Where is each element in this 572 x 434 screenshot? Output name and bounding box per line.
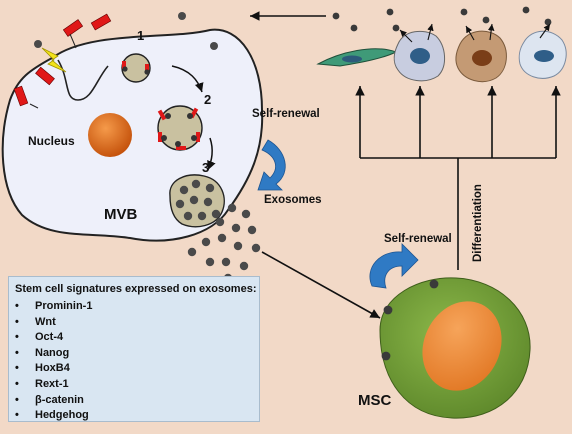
signature-box-title: Stem cell signatures expressed on exosom… bbox=[15, 283, 257, 295]
stem-cell-signature-box: Stem cell signatures expressed on exosom… bbox=[8, 276, 260, 422]
self-renewal-top-label: Self-renewal bbox=[252, 108, 320, 120]
signature-list: •Prominin-1 •Wnt •Oct-4 •Nanog •HoxB4 •R… bbox=[15, 299, 92, 424]
list-item: •Nanog bbox=[15, 346, 70, 359]
lightning-icon bbox=[41, 47, 67, 73]
membrane-receptors bbox=[13, 13, 112, 107]
step-3-label: 3 bbox=[202, 160, 210, 175]
step-1-label: 1 bbox=[137, 28, 145, 43]
list-item: •Prominin-1 bbox=[15, 300, 93, 312]
differentiated-cells bbox=[316, 30, 567, 83]
differentiation-tree bbox=[355, 86, 561, 270]
list-item: •Rext-1 bbox=[15, 377, 69, 390]
step-2-label: 2 bbox=[204, 92, 212, 107]
curved-arrow-icon bbox=[369, 243, 419, 289]
list-item: •Hedgehog bbox=[15, 409, 89, 422]
msc-bound-exosomes bbox=[381, 279, 439, 361]
list-item: •Oct-4 bbox=[15, 331, 64, 344]
list-item: •Wnt bbox=[15, 315, 56, 328]
released-exosomes bbox=[332, 6, 552, 43]
endocytic-pit bbox=[57, 59, 109, 101]
list-item: •β-catenin bbox=[15, 393, 84, 406]
exosomes-label: Exosomes bbox=[264, 194, 322, 206]
differentiation-label: Differentiation bbox=[472, 184, 484, 262]
nucleus-shape bbox=[88, 113, 132, 157]
exosome-to-msc-arrow bbox=[261, 251, 381, 319]
curved-arrow-icon bbox=[257, 139, 286, 191]
list-item: •HoxB4 bbox=[15, 362, 70, 375]
nucleus-label: Nucleus bbox=[28, 134, 75, 148]
trafficking-arrow-2 bbox=[207, 137, 216, 171]
mvb-label: MVB bbox=[104, 206, 138, 223]
msc-nucleus bbox=[422, 301, 502, 391]
trafficking-arrow-1 bbox=[171, 65, 204, 93]
msc-label: MSC bbox=[358, 392, 392, 409]
self-renewal-bottom-label: Self-renewal bbox=[384, 233, 452, 245]
